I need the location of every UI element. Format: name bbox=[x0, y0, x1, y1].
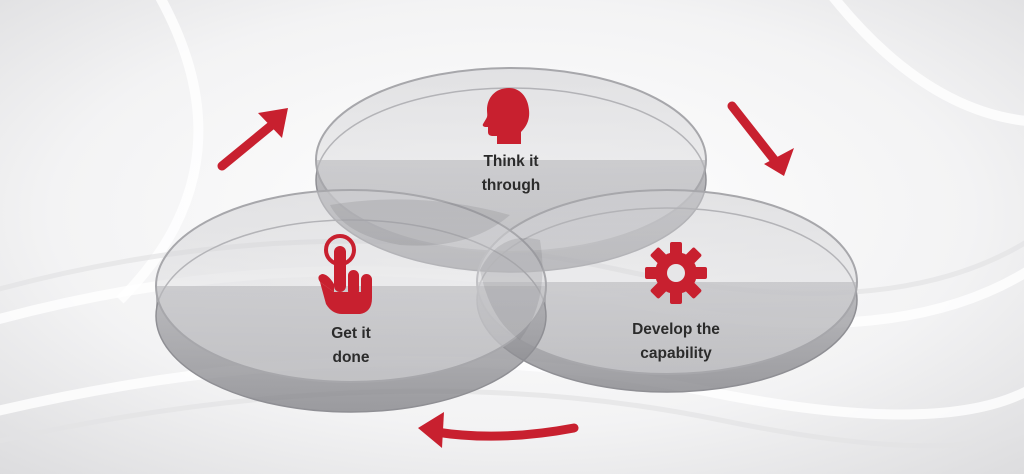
label-think-line1: Think it bbox=[483, 153, 539, 170]
gear-icon bbox=[645, 242, 707, 304]
arrow-top-right bbox=[727, 101, 794, 176]
arrow-top-left bbox=[217, 108, 288, 171]
label-develop-line2: capability bbox=[640, 345, 712, 362]
tap-hand-icon bbox=[318, 234, 372, 314]
cycle-arrows bbox=[217, 101, 794, 448]
label-develop-line1: Develop the bbox=[632, 321, 720, 338]
head-icon bbox=[482, 88, 530, 144]
label-develop: Develop the capability bbox=[606, 318, 746, 366]
overlap-shading bbox=[330, 199, 543, 340]
label-done-line2: done bbox=[332, 349, 370, 366]
label-think-line2: through bbox=[481, 177, 541, 194]
label-done: Get it done bbox=[296, 322, 406, 370]
label-think: Think it through bbox=[451, 150, 571, 198]
arrow-bottom bbox=[418, 412, 579, 448]
label-done-line1: Get it bbox=[331, 325, 371, 342]
